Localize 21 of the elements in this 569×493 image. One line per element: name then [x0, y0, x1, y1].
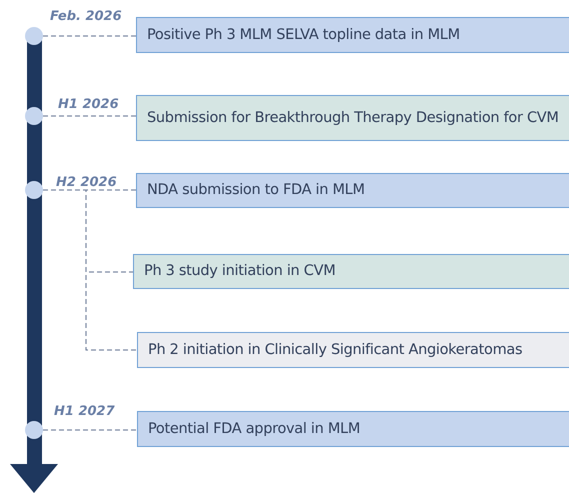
milestone-box — [136, 17, 569, 53]
milestone-text: Ph 3 study initiation in CVM — [144, 262, 336, 281]
date-label: H2 2026 — [56, 175, 117, 190]
milestone-text: Ph 2 initiation in Clinically Significant Angiokeratomas — [148, 340, 522, 360]
milestone-text: NDA submission to FDA in MLM — [147, 181, 365, 200]
milestone-text: Positive Ph 3 MLM SELVA topline data in MLM — [147, 26, 460, 44]
timeline-dot — [25, 27, 43, 45]
timeline-dot — [25, 181, 43, 199]
milestone-box — [137, 411, 569, 447]
date-label: Feb. 2026 — [50, 9, 122, 24]
timeline-dot — [25, 421, 43, 439]
timeline-dot — [25, 107, 43, 125]
date-label: H1 2026 — [58, 97, 119, 112]
milestone-box — [137, 332, 569, 368]
milestone-text: Submission for Breakthrough Therapy Designation for CVM — [147, 108, 559, 128]
connector-line — [42, 190, 138, 350]
date-label: H1 2027 — [54, 404, 115, 419]
milestone-box — [136, 173, 569, 208]
milestone-box — [136, 95, 569, 141]
milestone-text: Potential FDA approval in MLM — [148, 420, 360, 438]
milestone-box — [133, 254, 569, 289]
